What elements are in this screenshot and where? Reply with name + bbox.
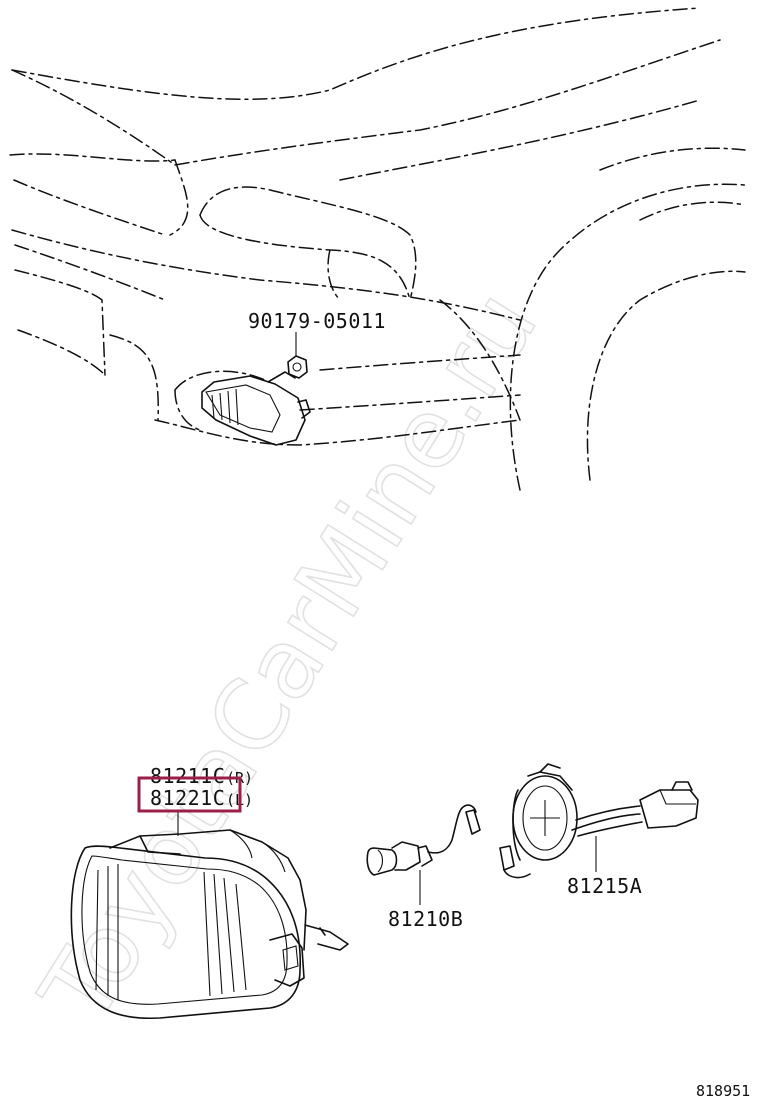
diagram-code: 818951 <box>696 1082 750 1100</box>
bulb-part <box>366 804 481 905</box>
car-front-outline <box>9 7 746 491</box>
socket-part <box>499 763 699 879</box>
part-label-fog-lamp-right: 81211C <box>150 764 225 788</box>
part-label-socket: 81215A <box>567 874 642 898</box>
nut-part <box>287 332 308 379</box>
part-label-fog-lamp-left: 81221C <box>150 786 225 810</box>
watermark-text: ToyotaCarMine.ru <box>19 272 559 1043</box>
fog-lamp-assembly <box>70 812 349 1020</box>
installed-fog-lamp <box>201 371 311 446</box>
part-label-bulb: 81210B <box>388 907 463 931</box>
highlight-box-fog-lamp-left[interactable] <box>137 776 242 813</box>
part-label-nut: 90179-05011 <box>248 309 386 333</box>
